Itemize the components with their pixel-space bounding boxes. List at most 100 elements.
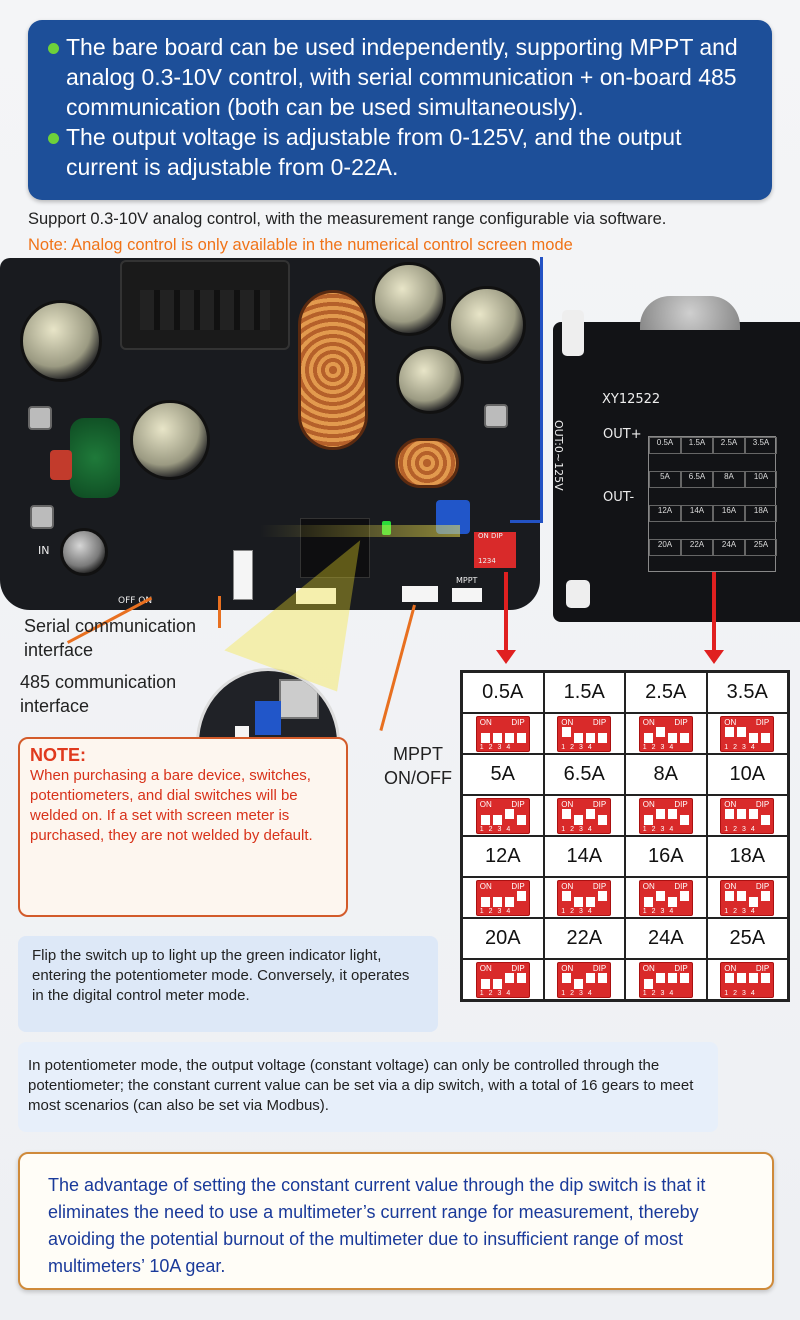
dip-number-text: 1234 [724,825,760,833]
terminal-screw [28,406,52,430]
board-out-minus: OUT- [603,490,635,505]
silkscreen-cell: 14A [681,505,713,522]
board-dip-text: DIP [490,532,503,540]
dip-lever [643,814,653,825]
beam-highlight [260,525,460,537]
potentiometer-mode-info: In potentiometer mode, the output voltag… [18,1042,718,1132]
dip-on-text: ON [561,717,574,727]
dip-lever [480,978,490,989]
standoff [562,310,584,356]
red-arrow-head-icon [704,650,724,664]
dip-lever [598,814,608,825]
dip-lever [504,732,514,743]
dip-on-text: ON [642,799,655,809]
capacitor [130,400,210,480]
banner-bullet-1: The bare board can be used independently… [46,32,754,122]
mppt-pointer-line [379,604,416,731]
zoom-heatsink-tab [279,679,319,719]
dip-lever [516,732,526,743]
dip-lever [480,732,490,743]
blue-pointer-line [510,520,543,523]
dip-label-text: DIP [674,963,688,973]
dip-on-text: ON [642,963,655,973]
dip-lever [516,890,526,901]
toroid-inductor [70,418,120,498]
board-dip-switch[interactable] [474,532,516,568]
dip-lever [737,890,747,901]
serial-connector [233,550,253,600]
board-out-plus: OUT+ [603,427,642,442]
silkscreen-cell: 2.5A [713,437,745,454]
fuse [50,450,72,480]
flip-switch-info: Flip the switch up to light up the green… [18,936,438,1032]
note-box: NOTE: When purchasing a bare device, swi… [18,737,348,917]
board-model: XY12522 [602,392,661,407]
dip-lever [492,814,502,825]
silkscreen-cell: 0.5A [649,437,681,454]
mppt-switch[interactable] [452,588,482,602]
dip-on-text: ON [479,963,492,973]
dip-label-text: DIP [592,963,607,973]
dip-lever [492,978,502,989]
dip-number-text: 1234 [479,825,516,833]
dip-lever [504,896,514,907]
heatsink-fins [140,290,270,330]
dip-number-text: 1234 [561,825,597,833]
dip-label-text: DIP [755,881,770,891]
inductor-coil [298,290,368,450]
capacitor [60,528,108,576]
dip-label-text: DIP [511,717,525,727]
dip-table-label-cell: 18A [706,836,788,877]
dip-on-text: ON [642,717,655,727]
dip-lever [643,978,653,989]
dip-lever [574,732,584,743]
dip-lever [516,972,526,983]
dip-table-label-cell: 1.5A [543,672,625,713]
zoom-potentiometer [255,701,281,735]
dip-lever [516,814,526,825]
dip-lever [574,978,584,989]
silkscreen-cell: 16A [713,505,745,522]
banner-bullet-2-text: The output voltage is adjustable from 0-… [66,124,682,180]
dip-number-text: 1234 [642,825,679,833]
dip-label-text: DIP [592,799,607,809]
serial-interface-label: Serial communication interface [24,616,197,660]
dip-table-label-cell: 8A [625,754,707,795]
board-mppt-label: MPPT [456,576,478,585]
dip-lever [480,896,490,907]
dip-number-text: 1234 [561,989,597,997]
dip-current-label: 24A [647,927,684,949]
red-arrow-head-icon [496,650,516,664]
dip-lever [725,972,735,983]
dip-lever [749,972,759,983]
dip-lever [667,972,677,983]
dip-label-text: DIP [755,963,770,973]
silkscreen-cell: 5A [649,471,681,488]
bullet-dot-icon [48,43,59,54]
dip-current-label: 8A [653,763,678,785]
dip-lever [667,896,677,907]
bullet-dot-icon [48,133,59,144]
dip-advantage-info: The advantage of setting the constant cu… [18,1152,774,1290]
dip-table-label-cell: 16A [625,836,707,877]
dip-current-label: 2.5A [645,681,687,703]
board-dip-label: ON DIP [478,532,503,540]
dip-lever [562,890,572,901]
capacitor [20,300,102,382]
banner-bullet-2: The output voltage is adjustable from 0-… [46,122,754,182]
mppt-onoff-label: MPPT ON/OFF [384,744,452,788]
